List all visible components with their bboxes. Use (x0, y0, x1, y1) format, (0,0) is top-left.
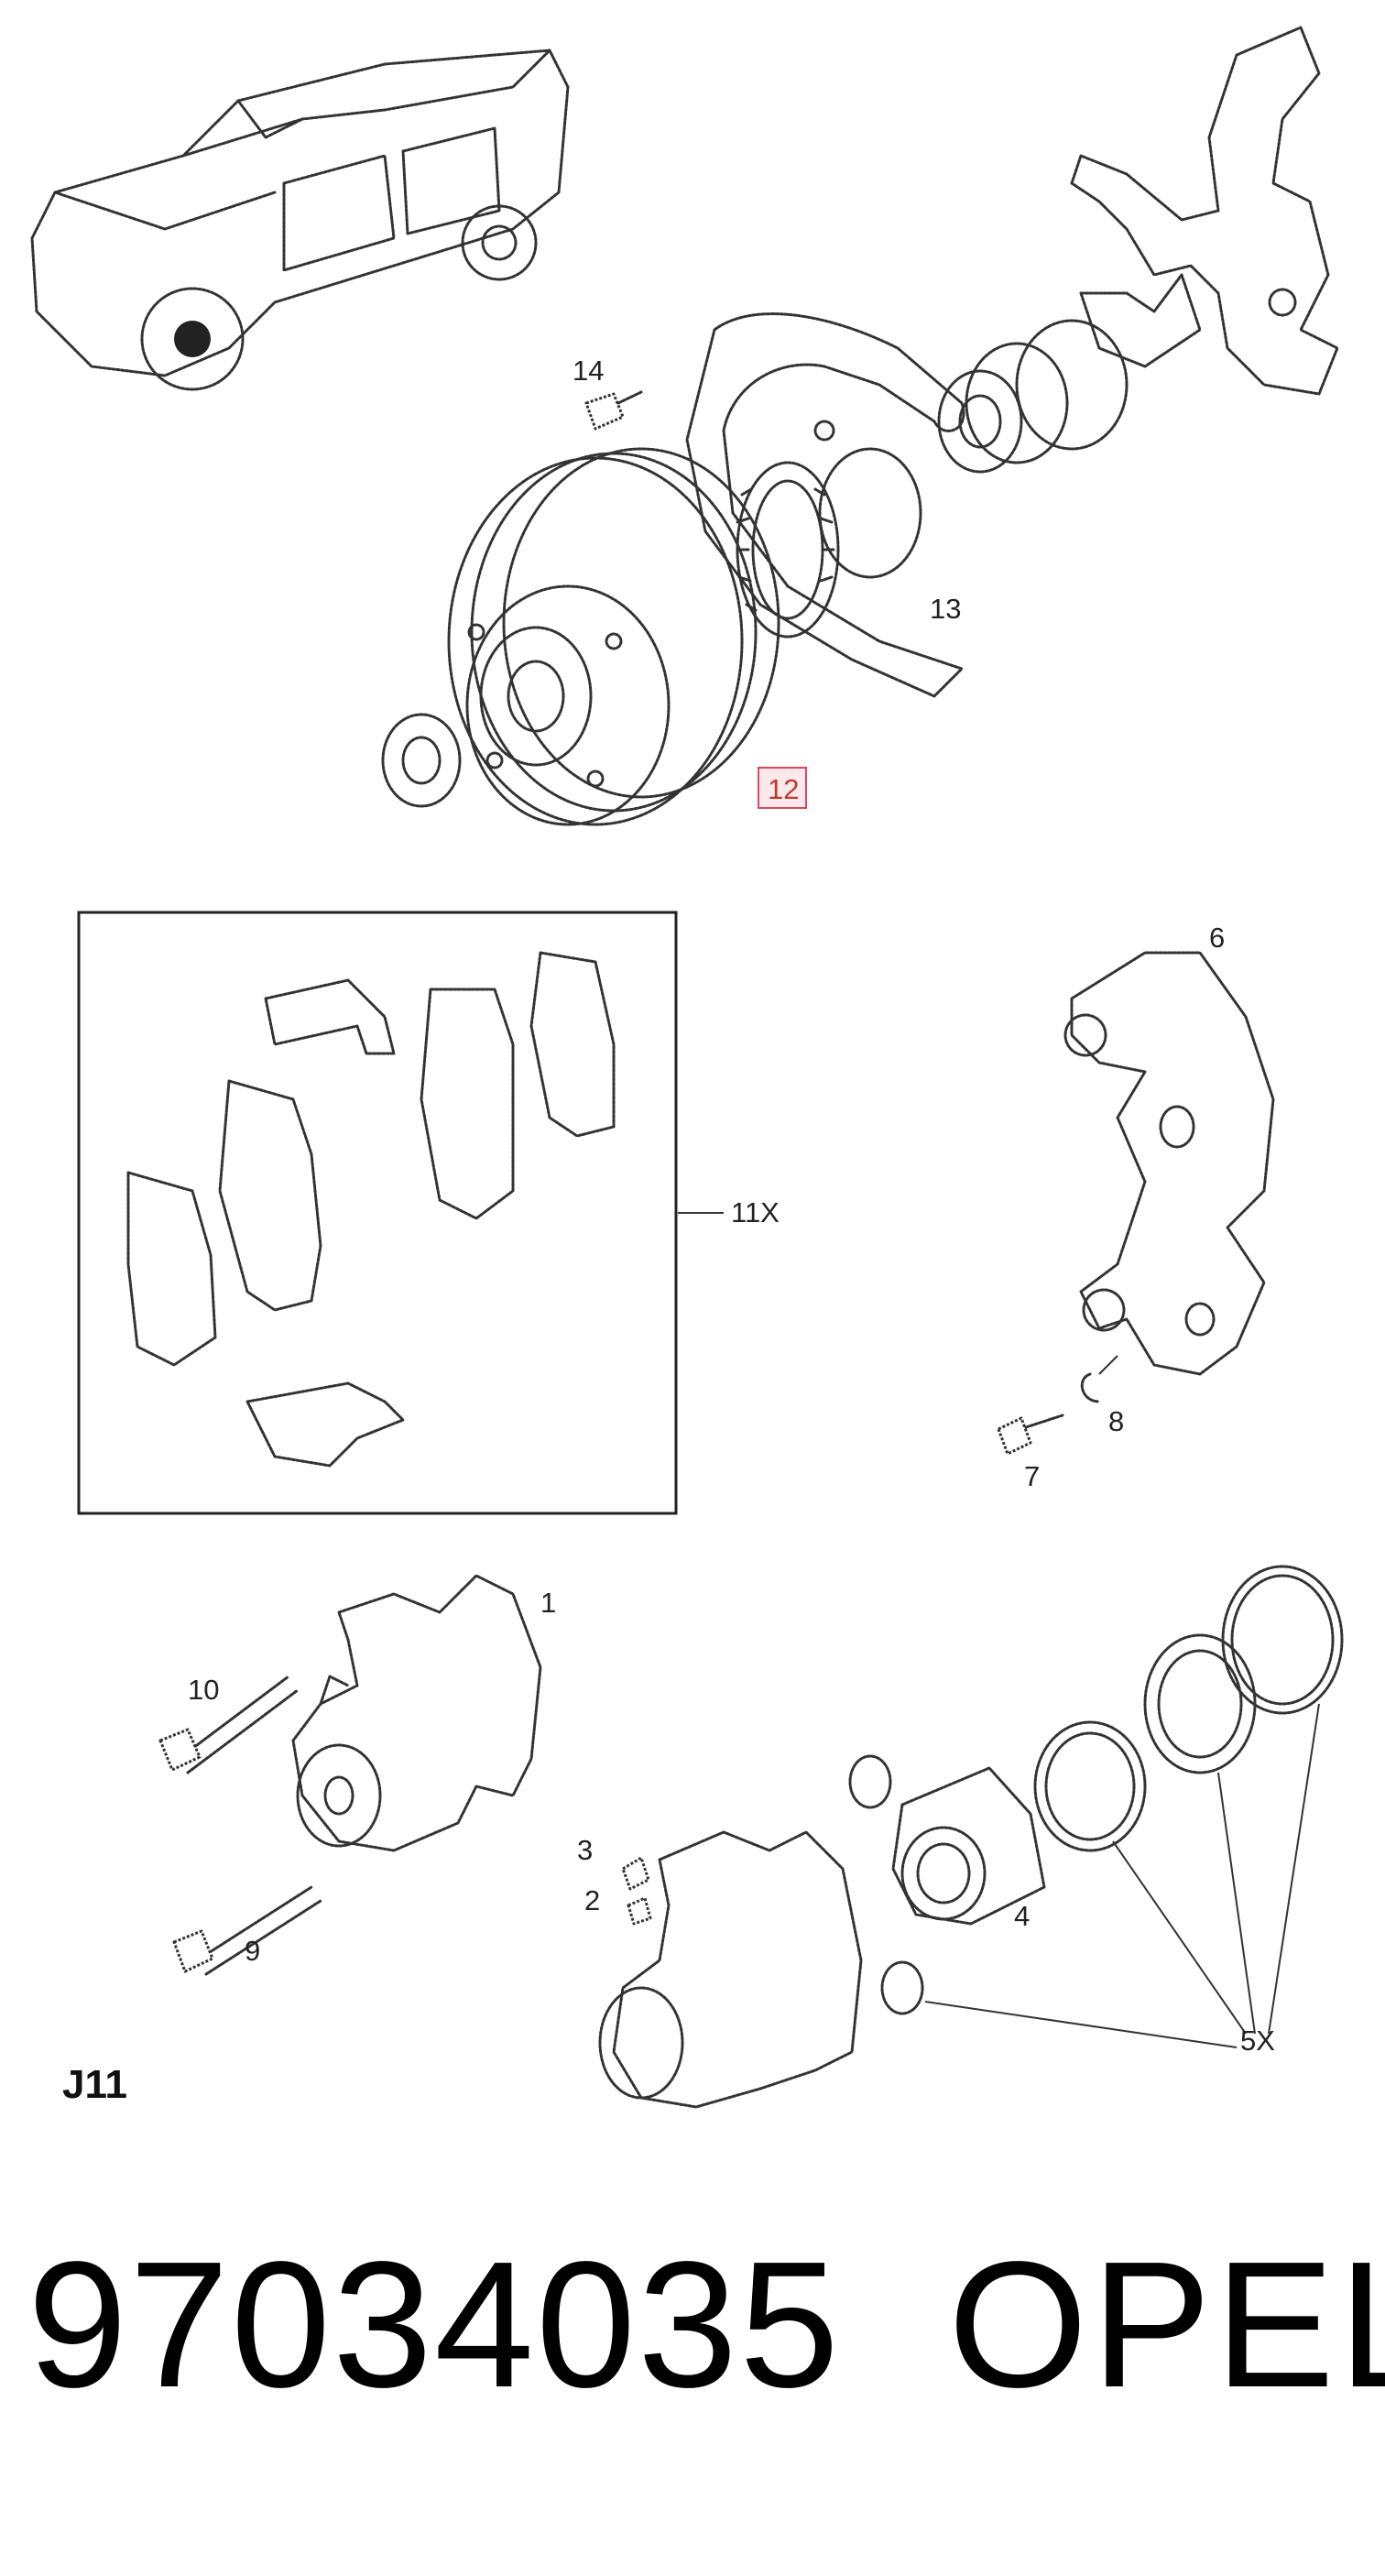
wheel-bearing-assembly (937, 319, 1129, 474)
caliper-housing (598, 1830, 863, 2109)
callout-2: 2 (584, 1884, 600, 1916)
abs-tone-ring (736, 461, 840, 639)
callout-labels: 14 13 12 6 11X 8 7 1 10 3 2 4 9 5X J11 (62, 355, 1275, 2107)
carrier-bolt-and-clip (997, 1372, 1101, 1456)
callout-10: 10 (188, 1674, 219, 1706)
leader-lines (678, 1212, 1320, 2048)
callout-8: 8 (1108, 1405, 1124, 1437)
brake-pad-kit-box (77, 911, 678, 1515)
shield-bolt (584, 390, 643, 431)
caliper-carrier (1063, 951, 1275, 1376)
guide-bolts (158, 1675, 322, 1976)
seal-kit (848, 1565, 1344, 2015)
section-code: J11 (62, 2062, 127, 2107)
callout-7: 7 (1024, 1460, 1040, 1492)
callout-9: 9 (245, 1935, 260, 1967)
brake-disc (381, 447, 780, 826)
splash-shield (685, 312, 965, 698)
callout-1: 1 (540, 1587, 556, 1619)
callout-12: 12 (768, 773, 799, 805)
callout-14: 14 (573, 355, 604, 387)
steering-knuckle (1070, 26, 1339, 396)
callout-12-highlight (758, 767, 807, 809)
vehicle-illustration (30, 49, 570, 391)
callout-5x: 5X (1240, 2025, 1275, 2057)
caliper-piston (891, 1766, 1046, 1926)
callout-6: 6 (1209, 922, 1225, 954)
callout-4: 4 (1014, 1900, 1030, 1932)
callout-3: 3 (577, 1834, 593, 1866)
callout-11x: 11X (731, 1196, 780, 1228)
part-number: 97034035 (27, 2224, 842, 2425)
brand-name: OPEL (948, 2224, 1385, 2425)
brake-caliper (291, 1574, 542, 1852)
callout-13: 13 (930, 593, 961, 625)
